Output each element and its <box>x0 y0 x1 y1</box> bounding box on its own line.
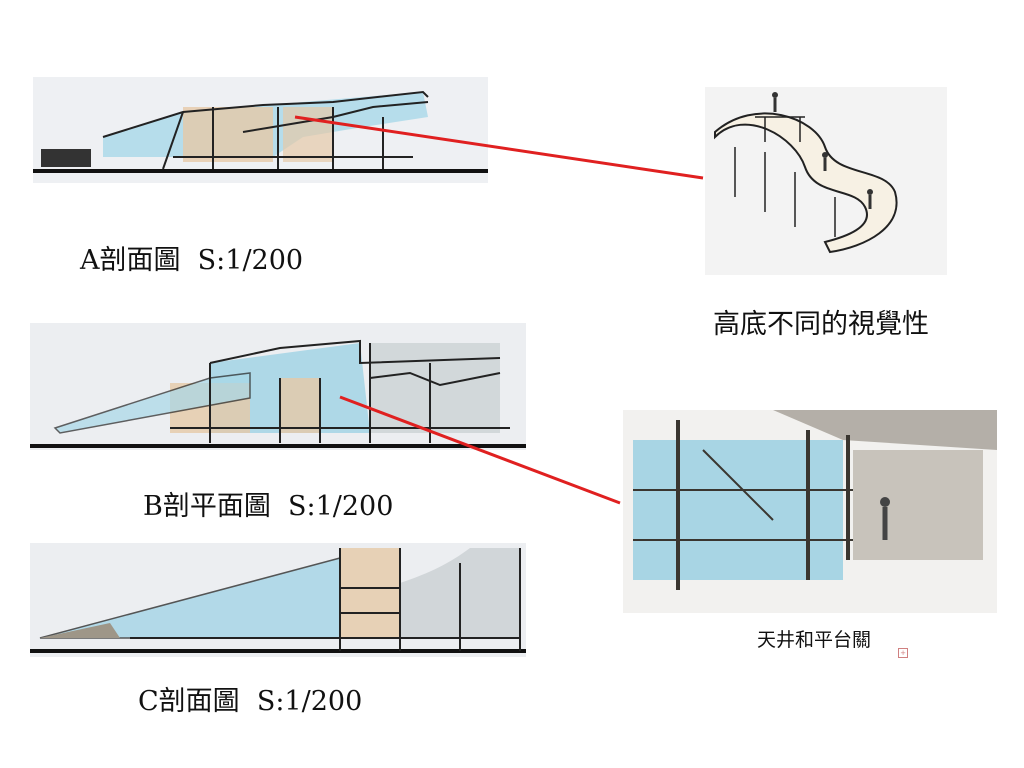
section-b-caption: B剖平面圖 S:1/200 <box>143 491 394 522</box>
perspective-elevated-ramp-sketch <box>705 87 947 275</box>
section-b-sketch <box>30 323 526 450</box>
section-c-caption: C剖面圖 S:1/200 <box>138 686 363 717</box>
small-plus-icon: + <box>898 648 908 658</box>
perspective-2-caption: 天井和平台關 <box>757 629 872 651</box>
section-a-sketch <box>33 77 488 183</box>
perspective-atrium-sketch <box>623 410 997 613</box>
section-a-caption: A剖面圖 S:1/200 <box>80 245 304 276</box>
perspective-1-caption: 高底不同的視覺性 <box>713 309 929 340</box>
section-c-sketch <box>30 543 526 657</box>
